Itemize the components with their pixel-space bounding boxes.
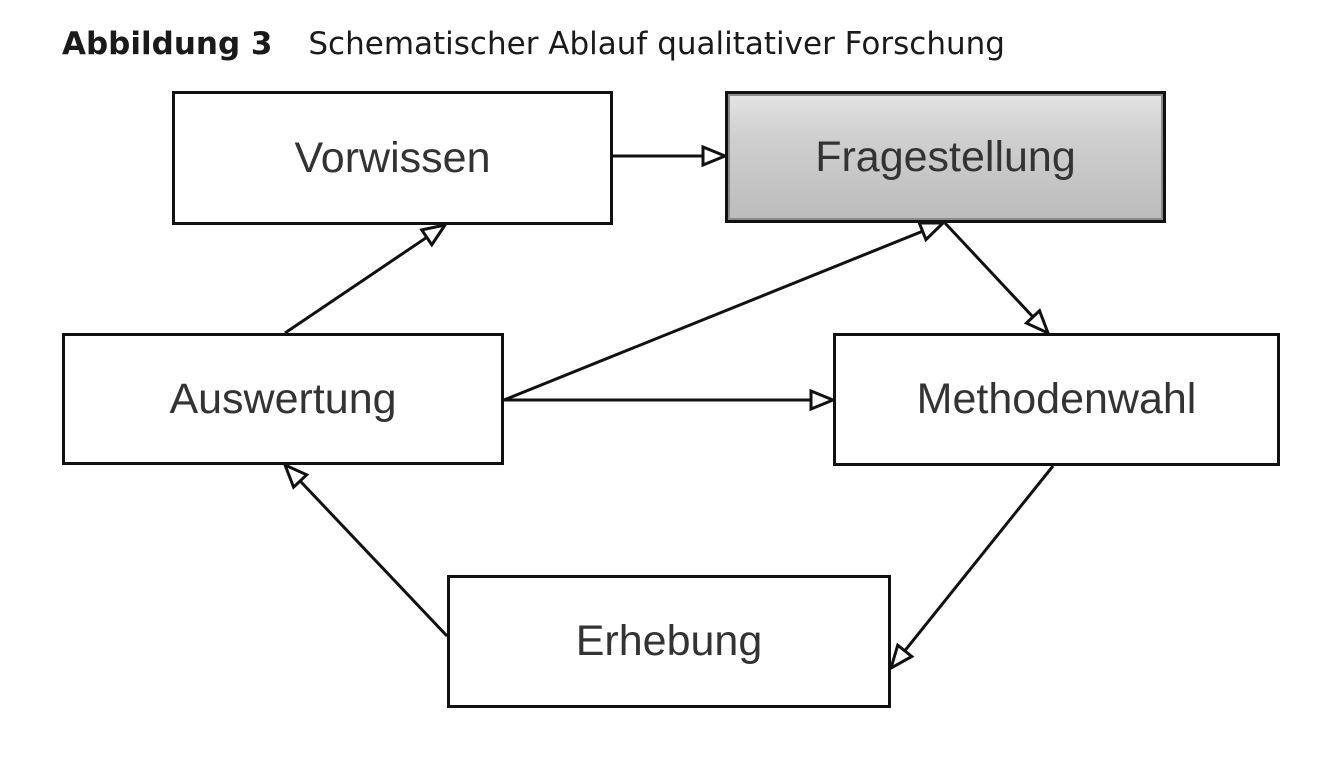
arrow-auswertung-to-vorwissen: [284, 236, 428, 335]
figure-label: Abbildung 3: [62, 26, 273, 62]
node-auswertung: Auswertung: [62, 333, 504, 465]
node-methodenwahl: Methodenwahl: [833, 333, 1280, 466]
arrowhead-fragestellung-to-methodenwahl: [1023, 308, 1051, 336]
arrowhead-vorwissen-to-fragestellung: [701, 144, 729, 168]
arrowhead-auswertung-to-vorwissen: [419, 222, 449, 248]
arrowhead-methodenwahl-to-erhebung: [888, 642, 915, 672]
figure-caption: Abbildung 3 Schematischer Ablauf qualita…: [62, 26, 1005, 62]
arrowhead-auswertung-to-methodenwahl: [809, 388, 837, 412]
arrow-fragestellung-to-methodenwahl: [943, 221, 1035, 318]
node-fragestellung: Fragestellung: [725, 91, 1166, 223]
node-methodenwahl-label: Methodenwahl: [916, 375, 1197, 423]
node-fragestellung-label: Fragestellung: [815, 132, 1076, 181]
node-auswertung-label: Auswertung: [169, 374, 397, 423]
arrowhead-erhebung-to-auswertung: [282, 462, 310, 490]
arrow-erhebung-to-auswertung: [299, 479, 449, 638]
node-erhebung: Erhebung: [447, 575, 891, 708]
arrowhead-auswertung-to-fragestellung: [917, 221, 947, 243]
node-vorwissen: Vorwissen: [172, 91, 613, 225]
node-erhebung-label: Erhebung: [575, 617, 763, 665]
node-vorwissen-label: Vorwissen: [294, 133, 491, 182]
arrow-auswertung-to-fragestellung: [503, 229, 924, 402]
figure-title: Schematischer Ablauf qualitativer Forsch…: [308, 26, 1005, 62]
arrow-methodenwahl-to-erhebung: [903, 465, 1055, 652]
